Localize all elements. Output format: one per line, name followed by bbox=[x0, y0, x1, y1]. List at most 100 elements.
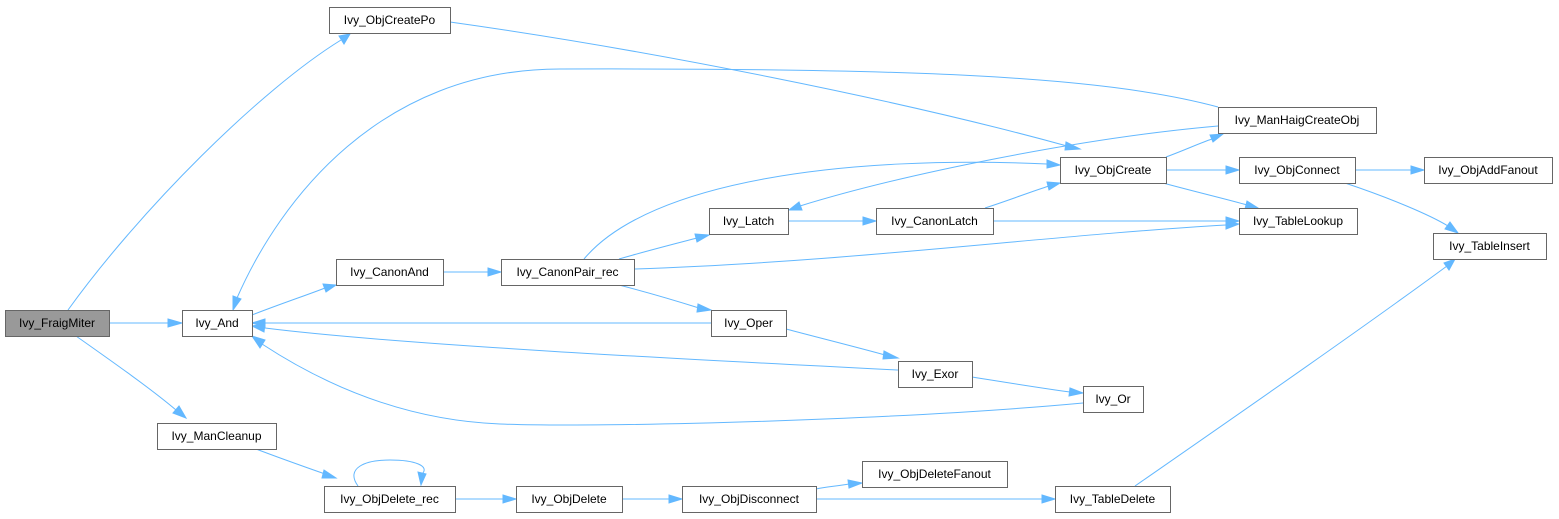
arrowhead-icon bbox=[1244, 200, 1260, 210]
edge-line bbox=[236, 68, 1219, 299]
edge-latch-to-canonlatch bbox=[788, 216, 878, 226]
node-tableinsert[interactable]: Ivy_TableInsert bbox=[1433, 233, 1547, 260]
edge-line bbox=[251, 287, 326, 316]
arrowhead-icon bbox=[167, 318, 184, 328]
arrowhead-icon bbox=[668, 494, 684, 504]
node-fraigmiter[interactable]: Ivy_FraigMiter bbox=[5, 310, 110, 337]
node-objdeleterec[interactable]: Ivy_ObjDelete_rec bbox=[324, 486, 456, 513]
edge-canonand-to-canonpairrec bbox=[443, 267, 503, 277]
node-label: Ivy_ManHaigCreateObj bbox=[1235, 113, 1360, 127]
node-oper[interactable]: Ivy_Oper bbox=[711, 310, 787, 337]
node-box bbox=[1239, 157, 1356, 184]
node-label: Ivy_And bbox=[195, 316, 238, 330]
edge-line bbox=[1134, 265, 1448, 487]
arrowhead-icon bbox=[417, 471, 427, 487]
node-label: Ivy_ObjDelete_rec bbox=[340, 492, 439, 506]
edge-fraigmiter-to-objcreatepo bbox=[67, 33, 351, 311]
arrowhead-icon bbox=[847, 479, 864, 489]
node-objdeletefanout[interactable]: Ivy_ObjDeleteFanout bbox=[862, 461, 1008, 488]
node-box bbox=[876, 208, 994, 235]
node-box bbox=[682, 486, 817, 513]
node-box bbox=[1055, 486, 1171, 513]
node-box bbox=[516, 486, 623, 513]
edge-line bbox=[583, 161, 1048, 260]
edge-objconnect-to-objaddfanout bbox=[1355, 165, 1426, 175]
node-label: Ivy_ObjDelete bbox=[531, 492, 607, 506]
arrowhead-icon bbox=[862, 216, 878, 226]
edge-manhaigcreateobj-to-latch bbox=[787, 125, 1219, 211]
arrowhead-icon bbox=[1443, 258, 1457, 271]
node-label: Ivy_FraigMiter bbox=[19, 316, 95, 330]
node-box bbox=[1239, 208, 1358, 235]
edge-line bbox=[815, 483, 850, 490]
node-box bbox=[5, 310, 110, 337]
edge-canonpairrec-to-latch bbox=[618, 233, 711, 260]
node-objaddfanout[interactable]: Ivy_ObjAddFanout bbox=[1424, 157, 1553, 184]
arrowhead-icon bbox=[882, 350, 900, 360]
node-box bbox=[182, 310, 253, 337]
edge-canonlatch-to-objcreate bbox=[984, 181, 1062, 209]
node-manhaigcreateobj[interactable]: Ivy_ManHaigCreateObj bbox=[1218, 107, 1377, 134]
node-objcreate[interactable]: Ivy_ObjCreate bbox=[1060, 157, 1167, 184]
edge-objcreate-to-tablelookup bbox=[1162, 182, 1260, 210]
edge-manhaigcreateobj-to-and bbox=[232, 68, 1219, 312]
node-box bbox=[1424, 157, 1553, 184]
node-canonlatch[interactable]: Ivy_CanonLatch bbox=[876, 208, 994, 235]
arrowhead-icon bbox=[502, 494, 518, 504]
node-objdisconnect[interactable]: Ivy_ObjDisconnect bbox=[682, 486, 817, 513]
edge-objdelete-to-objdisconnect bbox=[622, 494, 684, 504]
arrowhead-icon bbox=[1225, 165, 1241, 175]
node-label: Ivy_CanonAnd bbox=[350, 265, 429, 279]
edge-line bbox=[618, 237, 698, 260]
edges-layer bbox=[67, 21, 1460, 504]
edge-line bbox=[633, 224, 1227, 270]
edge-oper-to-and bbox=[250, 318, 711, 328]
edge-line bbox=[75, 335, 177, 411]
edge-line bbox=[264, 327, 899, 371]
node-box bbox=[711, 310, 787, 337]
edge-objdeleterec-to-objdelete bbox=[455, 494, 518, 504]
node-canonand[interactable]: Ivy_CanonAnd bbox=[336, 259, 444, 286]
node-label: Ivy_CanonPair_rec bbox=[516, 265, 618, 279]
node-box bbox=[501, 259, 635, 286]
arrowhead-icon bbox=[322, 283, 338, 293]
node-objcreatepo[interactable]: Ivy_ObjCreatePo bbox=[329, 7, 451, 34]
node-tablelookup[interactable]: Ivy_TableLookup bbox=[1239, 208, 1358, 235]
node-objconnect[interactable]: Ivy_ObjConnect bbox=[1239, 157, 1356, 184]
edge-line bbox=[1165, 138, 1213, 158]
edge-objconnect-to-tableinsert bbox=[1344, 182, 1460, 234]
edge-line bbox=[353, 459, 425, 487]
node-label: Ivy_ManCleanup bbox=[171, 429, 261, 443]
node-box bbox=[898, 361, 973, 388]
node-latch[interactable]: Ivy_Latch bbox=[709, 208, 789, 235]
node-objdelete[interactable]: Ivy_ObjDelete bbox=[516, 486, 623, 513]
node-label: Ivy_ObjDisconnect bbox=[699, 492, 800, 506]
edge-line bbox=[984, 185, 1050, 209]
node-or[interactable]: Ivy_Or bbox=[1083, 386, 1144, 413]
edge-mancleanup-to-objdeleterec bbox=[255, 448, 338, 479]
node-label: Ivy_TableLookup bbox=[1253, 214, 1343, 228]
node-canonpairrec[interactable]: Ivy_CanonPair_rec bbox=[501, 259, 635, 286]
arrowhead-icon bbox=[787, 201, 803, 211]
node-box bbox=[709, 208, 789, 235]
edge-canonlatch-to-tablelookup bbox=[993, 216, 1241, 226]
node-box bbox=[329, 7, 451, 34]
node-tabledelete[interactable]: Ivy_TableDelete bbox=[1055, 486, 1171, 513]
node-label: Ivy_CanonLatch bbox=[891, 214, 978, 228]
node-and[interactable]: Ivy_And bbox=[182, 310, 253, 337]
node-mancleanup[interactable]: Ivy_ManCleanup bbox=[157, 423, 277, 450]
edge-fraigmiter-to-mancleanup bbox=[75, 335, 188, 419]
node-label: Ivy_ObjAddFanout bbox=[1438, 163, 1538, 177]
node-label: Ivy_TableDelete bbox=[1070, 492, 1156, 506]
node-box bbox=[1433, 233, 1547, 260]
edge-line bbox=[449, 21, 1068, 147]
arrowhead-icon bbox=[1209, 133, 1225, 143]
edge-objcreate-to-manhaigcreateobj bbox=[1165, 133, 1225, 158]
node-exor[interactable]: Ivy_Exor bbox=[898, 361, 973, 388]
arrowhead-icon bbox=[250, 335, 266, 349]
edge-line bbox=[799, 125, 1219, 207]
nodes-layer: Ivy_FraigMiterIvy_ObjCreatePoIvy_AndIvy_… bbox=[5, 7, 1553, 513]
arrowhead-icon bbox=[694, 233, 711, 243]
edge-canonpairrec-to-oper bbox=[618, 284, 713, 313]
node-box bbox=[324, 486, 456, 513]
